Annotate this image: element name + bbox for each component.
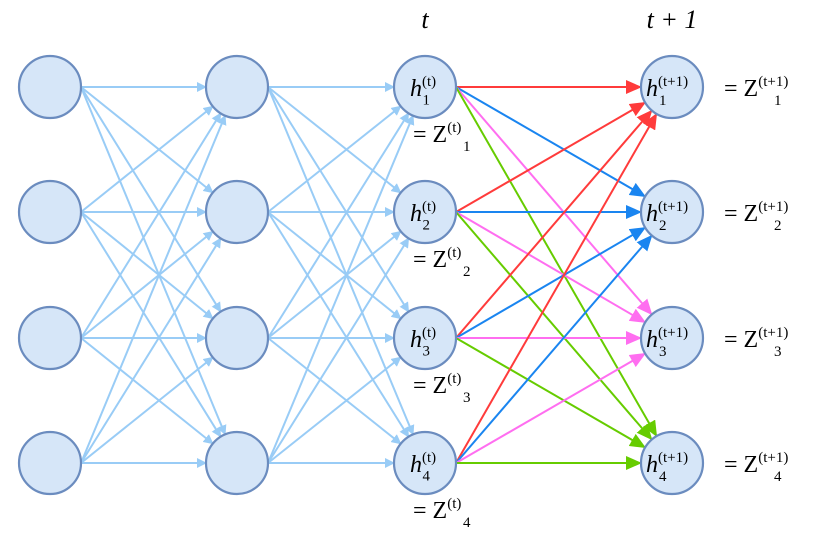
hidden-edge [80, 230, 214, 339]
hidden-edge [80, 211, 214, 320]
node [204, 54, 270, 120]
recurrent-edge [455, 337, 647, 449]
node-label-h-t: h(t)2 [410, 199, 436, 234]
recurrent-edge [455, 352, 647, 464]
recurrent-edge [455, 211, 647, 324]
node [639, 179, 705, 245]
node [204, 430, 270, 496]
hidden-edge [267, 86, 415, 436]
hidden-edge [80, 356, 214, 464]
hidden-edge [267, 230, 402, 339]
recurrent-edge [455, 86, 658, 437]
hidden-edge [267, 86, 402, 194]
hidden-edge [80, 112, 222, 339]
recurrent-edge [455, 113, 658, 464]
eq-label-z-t: = Z(t)4 [413, 496, 471, 531]
hidden-edge [267, 114, 415, 464]
time-label-t: t [421, 5, 429, 34]
edges-layer [80, 80, 658, 470]
node [17, 430, 83, 496]
node [639, 54, 705, 120]
hidden-edge [80, 86, 222, 313]
hidden-edge [80, 211, 222, 438]
node-label-h-t: h(t)4 [410, 450, 436, 485]
node [639, 305, 705, 371]
node [17, 305, 83, 371]
recurrent-edge [455, 86, 653, 316]
eq-label-z-t: = Z(t)1 [413, 120, 471, 155]
recurrent-edge [455, 109, 653, 339]
node [392, 179, 458, 245]
recurrent-edge [455, 226, 647, 339]
hidden-edge [267, 211, 402, 320]
node [204, 179, 270, 245]
node-label-h-t1: h(t+1)4 [646, 450, 688, 485]
hidden-edge [267, 105, 402, 213]
hidden-edge [80, 237, 222, 464]
eq-label-z-t1: = Z(t+1)3 [724, 325, 788, 360]
node [204, 305, 270, 371]
labels-layer: h(t)1 = Z(t)1 h(t)2 = Z(t)2 h(t)3 = Z(t)3 h(t)… [410, 74, 788, 531]
node [17, 54, 83, 120]
node [392, 54, 458, 120]
hidden-edge [80, 337, 214, 445]
hidden-edge [80, 105, 214, 213]
node [639, 430, 705, 496]
hidden-edge [267, 211, 410, 438]
eq-label-z-t: = Z(t)3 [413, 371, 471, 406]
eq-label-z-t: = Z(t)2 [413, 245, 471, 280]
eq-label-z-t1: = Z(t+1)1 [724, 74, 788, 109]
recurrent-edge [455, 211, 653, 441]
hidden-edge [267, 112, 410, 339]
hidden-edge [267, 356, 402, 464]
node-label-h-t1: h(t+1)3 [646, 325, 688, 360]
eq-label-z-t1: = Z(t+1)4 [724, 450, 788, 485]
hidden-edge [267, 86, 410, 313]
recurrent-edge [455, 234, 653, 464]
eq-label-z-t1: = Z(t+1)2 [724, 199, 788, 234]
hidden-edge [80, 114, 227, 464]
hidden-edge [267, 337, 402, 445]
node-label-h-t1: h(t+1)2 [646, 199, 688, 234]
nodes-layer [17, 54, 705, 496]
hidden-edge [80, 86, 227, 436]
time-label-t-plus-1: t + 1 [647, 5, 698, 34]
recurrent-edge [455, 101, 647, 213]
node [17, 179, 83, 245]
node-label-h-t: h(t)1 [410, 74, 436, 109]
recurrent-edge [455, 86, 647, 198]
hidden-edge [80, 86, 214, 194]
node-label-h-t1: h(t+1)1 [646, 74, 688, 109]
node-label-h-t: h(t)3 [410, 325, 436, 360]
node [392, 305, 458, 371]
node [392, 430, 458, 496]
hidden-edge [267, 237, 410, 464]
